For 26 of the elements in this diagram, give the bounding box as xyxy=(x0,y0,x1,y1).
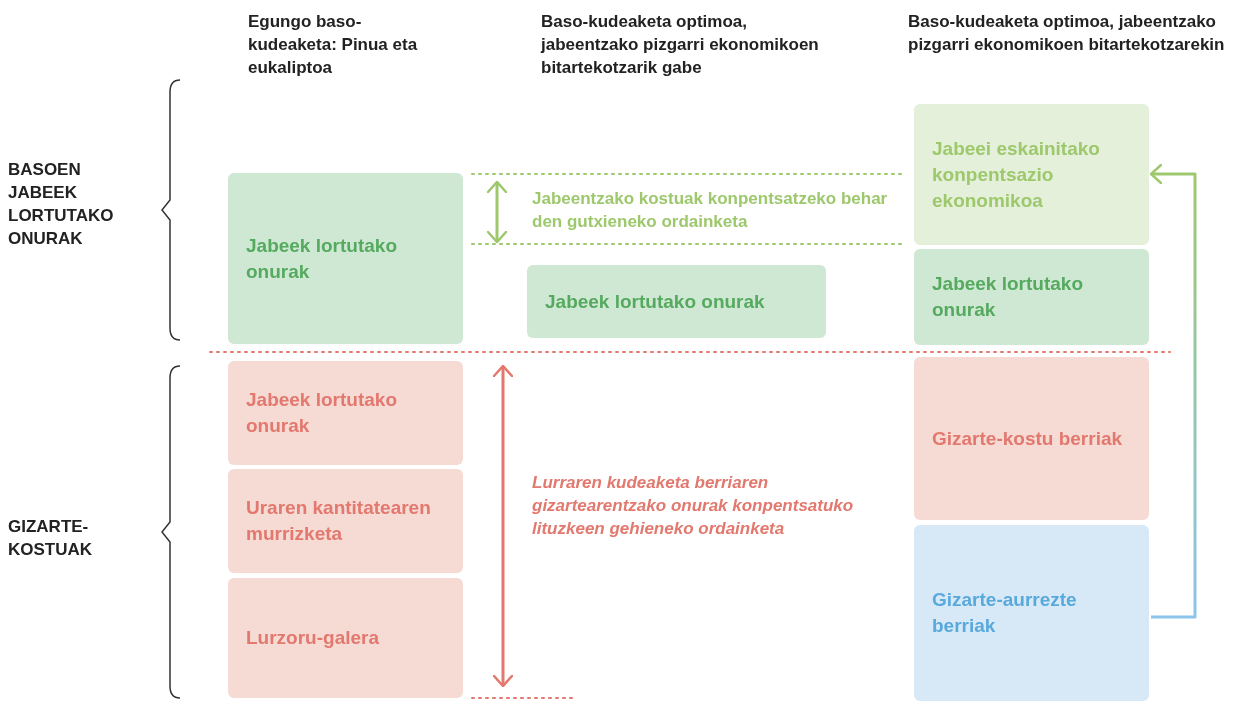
text-box xyxy=(914,249,1149,345)
text-box xyxy=(527,265,826,338)
box-text: Jabeek lortutako onurak xyxy=(246,233,398,284)
dimension-label: Jabeentzako kostuak konpentsatzeko behar den gutxieneko ordainketa xyxy=(532,188,889,233)
box-text: Jabeek lortutako onurak xyxy=(932,272,1084,322)
column-heading: Baso-kudeaketa optimoa, jabeentzako pizgarri ekonomikoen bitartekotzarekin xyxy=(908,11,1226,56)
text-box xyxy=(228,469,463,573)
text-box xyxy=(228,361,463,465)
box-text: Lurzoru-galera xyxy=(246,626,380,650)
text-box xyxy=(914,357,1149,520)
row-heading: BASOEN JABEEK LORTUTAKO ONURAK xyxy=(8,159,115,250)
column-heading: Egungo baso-kudeaketa: Pinua eta eukaliptoa xyxy=(248,11,419,79)
text-box xyxy=(228,173,463,344)
text-box xyxy=(914,104,1149,245)
box-text: Gizarte-aurrezte berriak xyxy=(932,588,1078,638)
box-text: Jabeek lortutako onurak xyxy=(246,388,398,438)
text-box xyxy=(228,578,463,698)
row-heading: GIZARTE-KOSTUAK xyxy=(8,516,94,561)
box-text: Gizarte-kostu berriak xyxy=(932,426,1123,451)
box-text: Jabeek lortutako onurak xyxy=(545,289,765,314)
arrow xyxy=(1149,163,1197,619)
box-text: Jabeei eskainitako konpentsazio ekonomikoa xyxy=(932,136,1101,213)
text-box xyxy=(914,525,1149,701)
dimension-label: Lurraren kudeaketa berriaren gizartearentzako onurak konpentsatuko lituzkeen gehieneko ordainketa xyxy=(532,472,855,540)
box-text: Uraren kantitatearen murrizketa xyxy=(246,496,432,546)
column-heading: Baso-kudeaketa optimoa, jabeentzako pizgarri ekonomikoen bitartekotzarik gabe xyxy=(541,11,820,79)
